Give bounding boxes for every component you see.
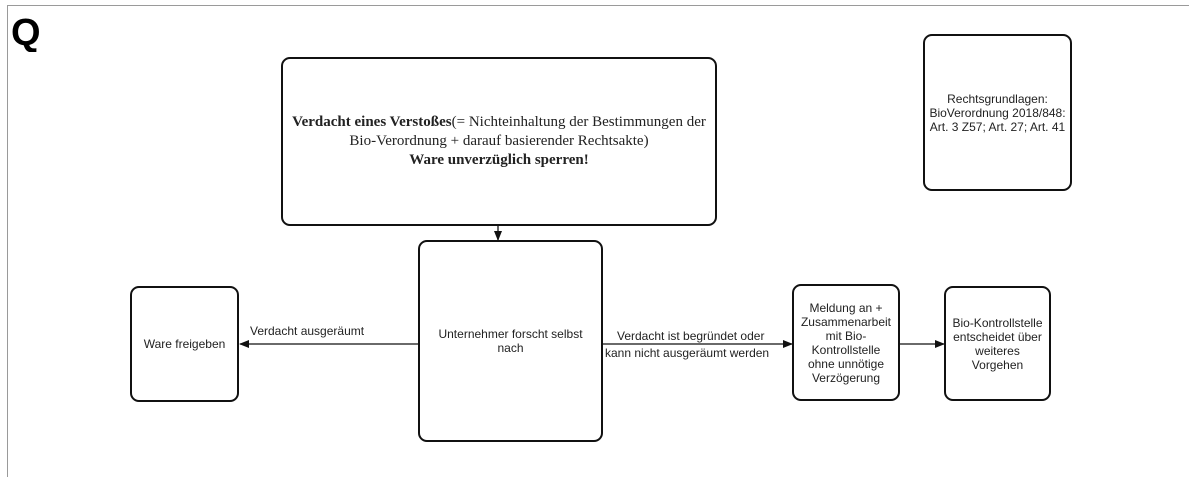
decides-line-2: entscheidet über	[953, 329, 1042, 344]
report-line-1: Meldung an +	[809, 300, 883, 315]
decides-line-1: Bio-Kontrollstelle	[952, 315, 1043, 330]
report-line-5: ohne unnötige	[807, 356, 885, 371]
legal-basis-line-3: Art. 3 Z57; Art. 27; Art. 41	[929, 119, 1066, 134]
q-icon: Q	[11, 12, 41, 52]
investigate-line-2: nach	[497, 341, 524, 355]
edge-label-cleared: Verdacht ausgeräumt	[250, 324, 365, 338]
decides-line-4: Vorgehen	[971, 357, 1024, 372]
investigate-line-1: Unternehmer forscht selbst	[438, 327, 583, 341]
investigate-node: Unternehmer forscht selbst nach	[418, 240, 603, 442]
diagram-frame	[7, 5, 1189, 477]
release-line-1: Ware freigeben	[143, 337, 226, 351]
report-line-2: Zusammenarbeit	[800, 314, 892, 329]
legal-basis-line-1: Rechtsgrundlagen:	[947, 91, 1048, 106]
legal-basis-node: Rechtsgrundlagen: BioVerordnung 2018/848…	[923, 34, 1072, 191]
suspicion-node: Verdacht eines Verstoßes(= Nichteinhaltu…	[281, 57, 717, 226]
suspicion-line-3: Ware unverzüglich sperren!	[409, 152, 589, 168]
edge-label-justified-2: kann nicht ausgeräumt werden	[605, 346, 770, 360]
suspicion-line-1: Verdacht eines Verstoßes(= Nichteinhaltu…	[292, 114, 706, 130]
decides-line-3: weiteres	[975, 343, 1020, 358]
svg-text:Q: Q	[11, 12, 41, 52]
release-node: Ware freigeben	[130, 286, 239, 402]
legal-basis-line-2: BioVerordnung 2018/848:	[929, 105, 1066, 120]
report-line-3: mit Bio-	[825, 328, 867, 343]
report-line-6: Verzögerung	[811, 370, 881, 385]
suspicion-line-2: Bio-Verordnung + darauf basierender Rech…	[349, 133, 649, 149]
decides-node: Bio-Kontrollstelle entscheidet über weit…	[944, 286, 1051, 401]
report-node: Meldung an + Zusammenarbeit mit Bio- Kon…	[792, 284, 900, 401]
edge-label-justified-1: Verdacht ist begründet oder	[617, 329, 765, 343]
report-line-4: Kontrollstelle	[811, 342, 881, 357]
